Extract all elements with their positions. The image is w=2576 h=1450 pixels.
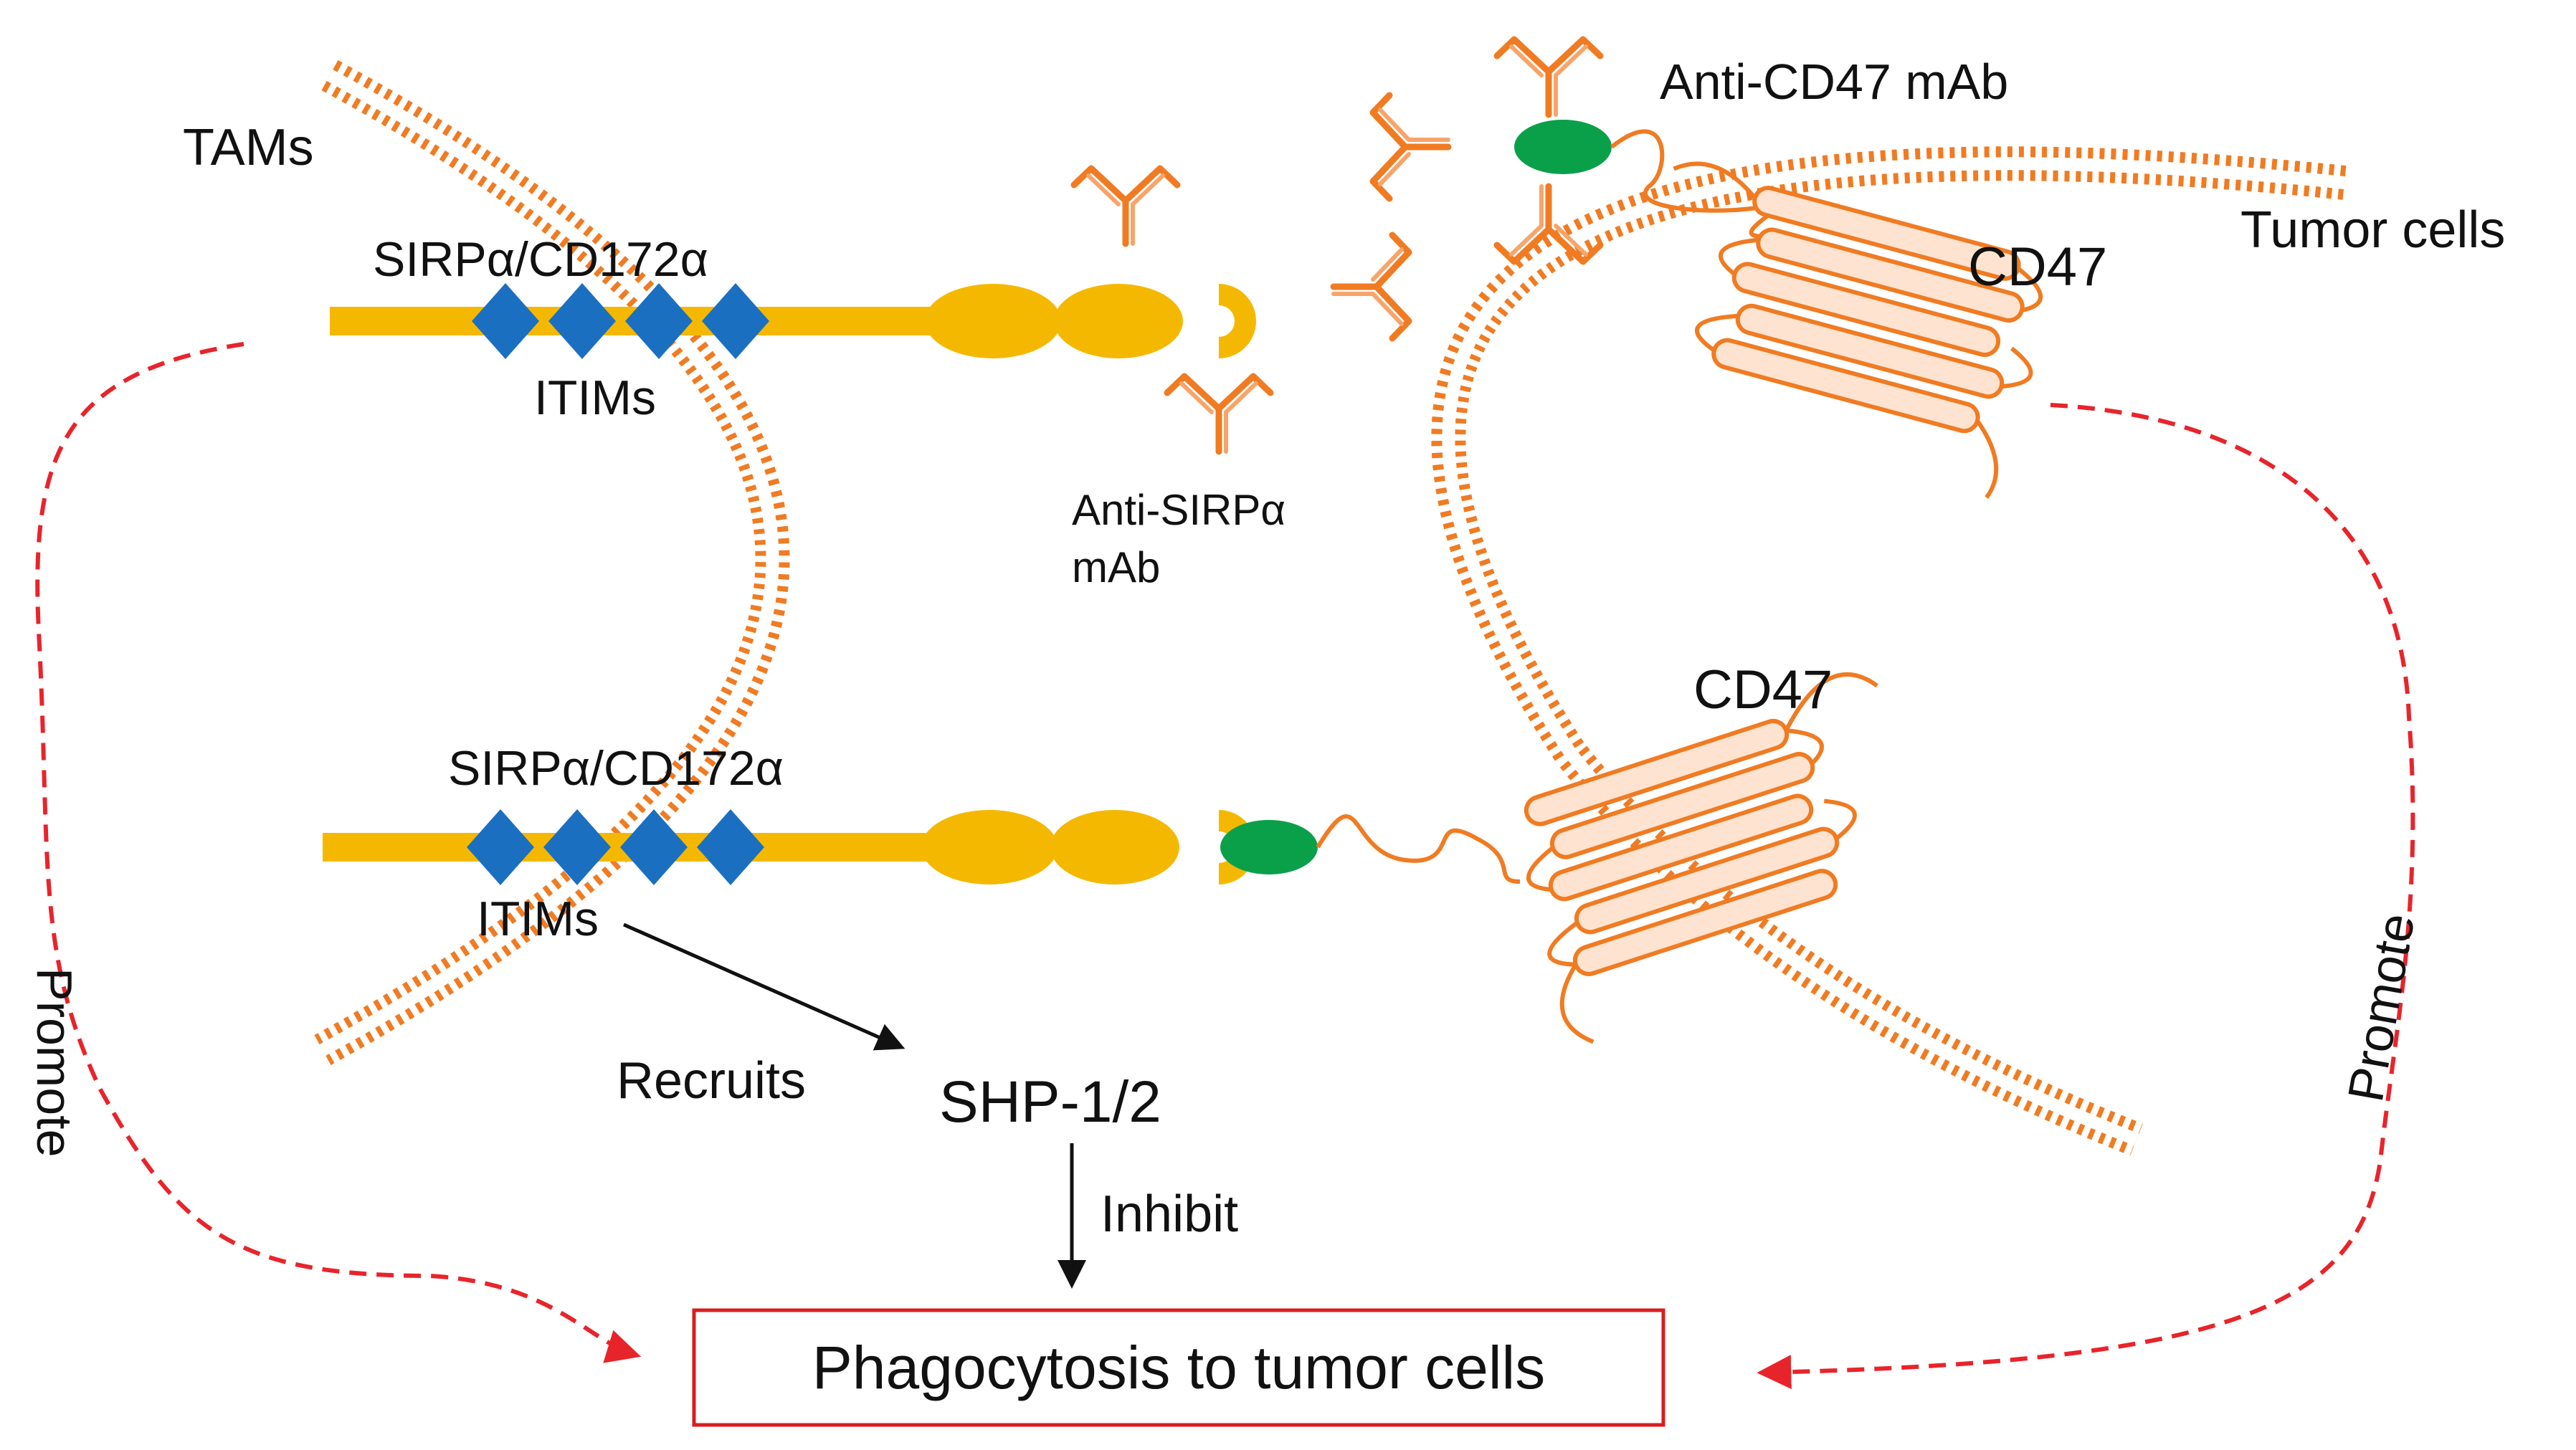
antibody-icon [1167, 376, 1270, 452]
phagocytosis-box [692, 1308, 1665, 1427]
tams-label: TAMs [183, 119, 314, 176]
anti-sirpa-label-line1: Anti-SIRPα [1072, 486, 1285, 534]
cd47-tether-top [1610, 129, 1775, 239]
sirpa-receptor-bottom [323, 810, 1318, 884]
anti-cd47-antibodies [1373, 39, 1775, 262]
inhibit-label: Inhibit [1101, 1186, 1238, 1243]
sirpa-receptor-top [330, 284, 1256, 358]
itim-diamonds-top [472, 283, 769, 359]
itim-diamond-icon [697, 809, 764, 885]
cd47-label-top: CD47 [1968, 237, 2107, 297]
cd47-label-bottom: CD47 [1693, 659, 1833, 720]
phagocytosis-label: Phagocytosis to tumor cells [812, 1334, 1545, 1401]
itim-diamond-icon [467, 809, 534, 885]
itim-diamond-icon [472, 283, 539, 359]
sirpa-label-bottom: SIRPα/CD172α [448, 741, 784, 796]
itim-diamond-icon [548, 283, 616, 359]
antibody-icon [1334, 235, 1409, 338]
anti-cd47-label: Anti-CD47 mAb [1660, 54, 2008, 110]
itims-label-top: ITIMs [534, 371, 656, 425]
shp-label: SHP-1/2 [939, 1069, 1161, 1135]
itim-diamond-icon [625, 283, 693, 359]
itim-diamond-icon [543, 809, 611, 885]
itim-diamond-icon [620, 809, 688, 885]
tumor-cells-label: Tumor cells [2240, 201, 2505, 259]
itim-diamond-icon [702, 283, 769, 359]
promote-label-right: Promote [2337, 910, 2425, 1106]
antibody-icon [1373, 95, 1448, 199]
promote-label-left: Promote [27, 968, 82, 1158]
antibody-icon [1074, 168, 1177, 244]
cd47-ligand-blob [1220, 820, 1318, 874]
recruits-arrow [622, 922, 906, 1051]
recruits-label: Recruits [617, 1052, 806, 1110]
sirpa-label-top: SIRPα/CD172α [373, 232, 708, 287]
tumor-membrane-inner [1442, 157, 2345, 1146]
promote-arrow-left [35, 342, 642, 1363]
cd47-protein-bottom [1490, 672, 1879, 1044]
antibody-icon [1497, 39, 1600, 115]
cd47-tether-bottom [1316, 814, 1521, 884]
tam-membrane-inner [319, 70, 779, 1056]
cd47-ligand-blob [1514, 120, 1612, 174]
anti-sirpa-label-line2: mAb [1072, 543, 1160, 591]
itim-diamonds-bottom [467, 809, 764, 885]
cd47-protein-top [1673, 161, 2043, 499]
itims-label-bottom: ITIMs [477, 892, 599, 946]
promote-arrow-right [1757, 403, 2415, 1390]
